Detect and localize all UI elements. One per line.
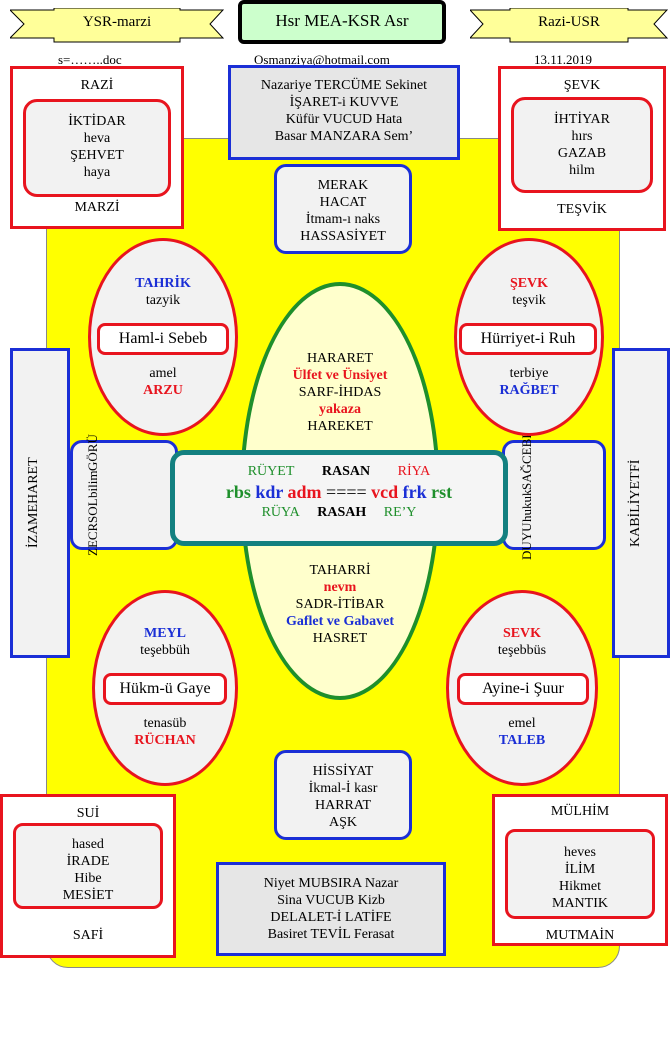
left-side-panel: İZA MEHARET [10, 348, 70, 658]
merak-box: MERAK HACAT İtmam-ı naks HASSASİYET [274, 164, 412, 254]
bottom-right-box: MÜLHİM heves İLİM Hikmet MANTIK MUTMAİN [492, 794, 668, 946]
ellipse-bottom-left-pill: Hükm-ü Gaye [103, 673, 227, 705]
top-left-box: RAZİ İKTİDAR heva ŞEHVET haya MARZİ [10, 66, 184, 229]
bottom-left-inner-box: hased İRADE Hibe MESİET [13, 823, 163, 909]
top-left-footer: MARZİ [74, 200, 120, 215]
bottom-right-footer: MUTMAİN [545, 928, 615, 943]
center-row-1: RÜYET RASAN RİYA [247, 464, 431, 479]
ellipse-bottom-left: MEYL teşebbüh Hükm-ü Gaye tenasüb RÜCHAN [92, 590, 238, 786]
right-mid-box: DUYU hukuk SAĞ CEBR [502, 430, 606, 560]
right-ribbon-label: Razi-USR [538, 14, 600, 30]
right-side-panel: KABİLİYET Fİ [612, 348, 670, 658]
ellipse-bottom-right-pill: Ayine-i Şuur [457, 673, 589, 705]
ellipse-top-right: ŞEVK teşvik Hürriyet-i Ruh terbiye RAĞBE… [454, 238, 604, 436]
top-right-inner-box: İHTİYAR hırs GAZAB hilm [511, 97, 653, 193]
center-key-box: RÜYET RASAN RİYA rbs kdr adm ==== vcd fr… [170, 450, 508, 546]
file-reference: s=……..doc [58, 52, 122, 67]
bottom-left-box: SUİ hased İRADE Hibe MESİET SAFİ [0, 794, 176, 958]
email-text: Osmanziya@hotmail.com [254, 52, 390, 67]
date-text: 13.11.2019 [534, 52, 593, 67]
right-ribbon-banner [470, 8, 668, 43]
center-top-text: HARARET Ülfet ve Ünsiyet SARF-İHDAS yaka… [292, 351, 388, 434]
ellipse-top-left: TAHRİK tazyik Haml-i Sebeb amel ARZU [88, 238, 238, 436]
top-left-inner-box: İKTİDAR heva ŞEHVET haya [23, 99, 171, 197]
bottom-right-inner-box: heves İLİM Hikmet MANTIK [505, 829, 655, 919]
top-right-box: ŞEVK İHTİYAR hırs GAZAB hilm TEŞVİK [498, 66, 666, 231]
ellipse-bottom-right: SEVK teşebbüs Ayine-i Şuur emel TALEB [446, 590, 598, 786]
center-row-3: RÜYA RASAH RE’Y [261, 505, 417, 520]
bottom-left-title: SUİ [76, 806, 100, 821]
top-center-box: Nazariye TERCÜME Sekinet İŞARET-i KUVVE … [228, 65, 460, 160]
page-title: Hsr MEA-KSR Asr [238, 0, 446, 44]
left-mid-box: ZECR SOL bilim GÖRÜ [70, 434, 178, 556]
bottom-left-footer: SAFİ [72, 928, 104, 943]
center-bottom-text: TAHARRİ nevm SADR-İTİBAR Gaflet ve Gabav… [285, 563, 395, 646]
left-ribbon-banner [10, 8, 224, 43]
top-left-title: RAZİ [80, 78, 114, 93]
top-right-footer: TEŞVİK [557, 202, 607, 217]
top-right-title: ŞEVK [563, 78, 601, 93]
hissiyat-box: HİSSİYAT İkmal-İ kasr HARRAT AŞK [274, 750, 412, 840]
bottom-right-title: MÜLHİM [550, 804, 610, 819]
center-row-2: rbs kdr adm ==== vcd frk rst [225, 482, 453, 502]
left-ribbon-label: YSR-marzi [82, 14, 152, 30]
ellipse-top-right-pill: Hürriyet-i Ruh [459, 323, 597, 355]
ellipse-top-left-pill: Haml-i Sebeb [97, 323, 229, 355]
bottom-center-box: Niyet MUBSIRA Nazar Sina VUCUB Kizb DELA… [216, 862, 446, 956]
